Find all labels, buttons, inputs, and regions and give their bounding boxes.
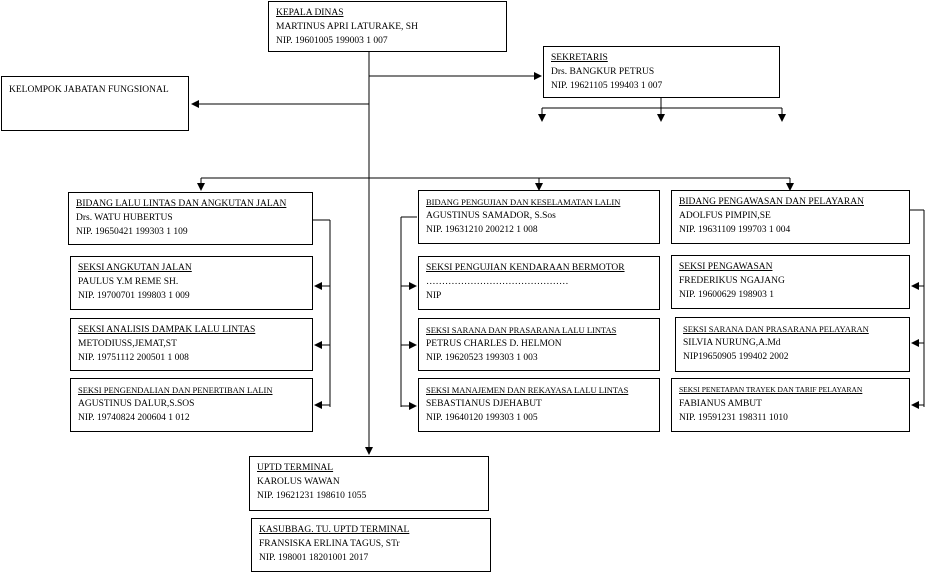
seksi-manajemen-box: SEKSI MANAJEMEN DAN REKAYASA LALU LINTAS… — [418, 378, 660, 432]
seksi-pengawasan-title: SEKSI PENGAWASAN — [679, 262, 773, 272]
bidang-pengujian-box: BIDANG PENGUJIAN DAN KESELAMATAN LALIN A… — [418, 190, 660, 244]
uptd-terminal-box: UPTD TERMINAL KAROLUS WAWAN NIP. 1962123… — [249, 456, 489, 511]
seksi-manajemen-name: SEBASTIANUS DJEHABUT — [426, 399, 542, 409]
seksi-sarpras-pelayaran-box: SEKSI SARANA DAN PRASARANA PELAYARAN SIL… — [675, 317, 910, 372]
bidang-llaj-box: BIDANG LALU LINTAS DAN ANGKUTAN JALAN Dr… — [68, 192, 313, 245]
seksi-manajemen-title: SEKSI MANAJEMEN DAN REKAYASA LALU LINTAS — [426, 385, 629, 395]
seksi-pengendalian-name: AGUSTINUS DALUR,S.SOS — [78, 399, 195, 409]
seksi-sarpras-lalin-box: SEKSI SARANA DAN PRASARANA LALU LINTAS P… — [418, 318, 660, 371]
sekretaris-title: SEKRETARIS — [551, 53, 608, 63]
seksi-pengawasan-nip: NIP. 19600629 198903 1 — [679, 290, 775, 300]
seksi-pengujian-kendaraan-name: ……………………………………… — [426, 277, 569, 287]
bidang-pengujian-name: AGUSTINUS SAMADOR, S.Sos — [426, 211, 556, 221]
kepala-dinas-title: KEPALA DINAS — [276, 8, 344, 18]
seksi-pengujian-kendaraan-nip: NIP — [426, 291, 442, 301]
seksi-sarpras-lalin-title: SEKSI SARANA DAN PRASARANA LALU LINTAS — [426, 325, 617, 335]
kasubbag-title: KASUBBAG. TU. UPTD TERMINAL — [259, 525, 410, 535]
seksi-pengawasan-name: FREDERIKUS NGAJANG — [679, 276, 785, 286]
uptd-terminal-nip: NIP. 19621231 198610 1055 — [257, 491, 367, 501]
seksi-sarpras-lalin-nip: NIP. 19620523 199303 1 003 — [426, 353, 538, 363]
seksi-andal-nip: NIP. 19751112 200501 1 008 — [78, 353, 189, 363]
fungsional-box: KELOMPOK JABATAN FUNGSIONAL — [1, 76, 189, 131]
seksi-pengendalian-box: SEKSI PENGENDALIAN DAN PENERTIBAN LALIN … — [70, 378, 313, 432]
seksi-trayek-name: FABIANUS AMBUT — [679, 399, 762, 409]
kasubbag-nip: NIP. 198001 18201001 2017 — [259, 553, 369, 563]
seksi-pengendalian-title: SEKSI PENGENDALIAN DAN PENERTIBAN LALIN — [78, 385, 273, 395]
kasubbag-box: KASUBBAG. TU. UPTD TERMINAL FRANSISKA ER… — [251, 518, 491, 572]
seksi-manajemen-nip: NIP. 19640120 199303 1 005 — [426, 413, 538, 423]
uptd-terminal-name: KAROLUS WAWAN — [257, 477, 340, 487]
seksi-pengendalian-nip: NIP. 19740824 200604 1 012 — [78, 413, 190, 423]
seksi-sarpras-pelayaran-title: SEKSI SARANA DAN PRASARANA PELAYARAN — [683, 324, 869, 334]
seksi-sarpras-lalin-name: PETRUS CHARLES D. HELMON — [426, 339, 562, 349]
bidang-llaj-name: Drs. WATU HUBERTUS — [76, 213, 173, 223]
uptd-terminal-title: UPTD TERMINAL — [257, 463, 334, 473]
sekretaris-name: Drs. BANGKUR PETRUS — [551, 67, 655, 77]
seksi-trayek-nip: NIP. 19591231 198311 1010 — [679, 413, 788, 423]
bidang-pengawasan-name: ADOLFUS PIMPIN,SE — [679, 211, 771, 221]
kepala-dinas-name: MARTINUS APRI LATURAKE, SH — [276, 22, 418, 32]
seksi-pengujian-kendaraan-box: SEKSI PENGUJIAN KENDARAAN BERMOTOR ……………… — [418, 256, 660, 310]
kepala-dinas-box: KEPALA DINAS MARTINUS APRI LATURAKE, SH … — [268, 1, 507, 52]
bidang-pengawasan-box: BIDANG PENGAWASAN DAN PELAYARAN ADOLFUS … — [671, 190, 910, 244]
seksi-andal-name: METODIUSS,JEMAT,ST — [78, 339, 177, 349]
seksi-angkutan-title: SEKSI ANGKUTAN JALAN — [78, 263, 192, 273]
bidang-pengujian-title: BIDANG PENGUJIAN DAN KESELAMATAN LALIN — [426, 197, 621, 207]
seksi-angkutan-name: PAULUS Y.M REME SH. — [78, 277, 179, 287]
kasubbag-name: FRANSISKA ERLINA TAGUS, STr — [259, 539, 400, 549]
bidang-llaj-nip: NIP. 19650421 199303 1 109 — [76, 227, 188, 237]
kepala-dinas-nip: NIP. 19601005 199003 1 007 — [276, 36, 388, 46]
bidang-pengujian-nip: NIP. 19631210 200212 1 008 — [426, 225, 538, 235]
seksi-angkutan-box: SEKSI ANGKUTAN JALAN PAULUS Y.M REME SH.… — [70, 256, 313, 310]
fungsional-title: KELOMPOK JABATAN FUNGSIONAL — [9, 85, 169, 95]
seksi-sarpras-pelayaran-nip: NIP19650905 199402 2002 — [683, 352, 789, 362]
sekretaris-box: SEKRETARIS Drs. BANGKUR PETRUS NIP. 1962… — [543, 46, 780, 98]
seksi-andal-box: SEKSI ANALISIS DAMPAK LALU LINTAS METODI… — [70, 318, 313, 371]
seksi-sarpras-pelayaran-name: SILVIA NURUNG,A.Md — [683, 338, 781, 348]
seksi-angkutan-nip: NIP. 19700701 199803 1 009 — [78, 291, 190, 301]
seksi-andal-title: SEKSI ANALISIS DAMPAK LALU LINTAS — [78, 325, 256, 335]
sekretaris-nip: NIP. 19621105 199403 1 007 — [551, 81, 663, 91]
seksi-pengawasan-box: SEKSI PENGAWASAN FREDERIKUS NGAJANG NIP.… — [671, 255, 910, 309]
bidang-llaj-title: BIDANG LALU LINTAS DAN ANGKUTAN JALAN — [76, 199, 287, 209]
bidang-pengawasan-nip: NIP. 19631109 199703 1 004 — [679, 225, 791, 235]
seksi-trayek-title: SEKSI PENETAPAN TRAYEK DAN TARIF PELAYAR… — [679, 385, 863, 394]
seksi-trayek-box: SEKSI PENETAPAN TRAYEK DAN TARIF PELAYAR… — [671, 378, 910, 432]
seksi-pengujian-kendaraan-title: SEKSI PENGUJIAN KENDARAAN BERMOTOR — [426, 263, 625, 273]
bidang-pengawasan-title: BIDANG PENGAWASAN DAN PELAYARAN — [679, 197, 864, 207]
